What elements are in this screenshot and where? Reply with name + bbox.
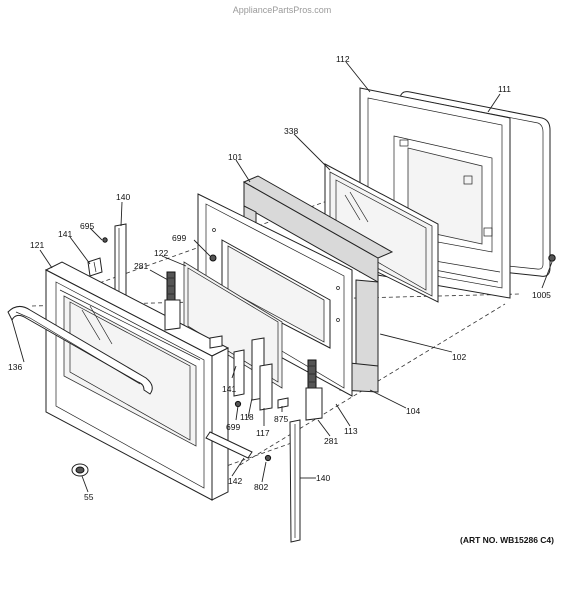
callout-122: 122: [154, 248, 168, 258]
callout-118: 118: [240, 412, 254, 422]
callout-699-lower: 699: [226, 422, 240, 432]
hinge-bracket-lower: [209, 335, 245, 397]
callout-141-lower: 141: [222, 384, 236, 394]
leader-lines: [11, 61, 553, 493]
callout-121: 121: [30, 240, 44, 250]
callout-141-upper: 141: [58, 229, 72, 239]
callout-111: 111: [498, 84, 511, 94]
left-door-hinge: [164, 271, 181, 331]
callout-112: 112: [336, 54, 350, 64]
screws: [102, 237, 556, 462]
callout-281-left: 281: [134, 261, 148, 271]
callout-113: 113: [344, 426, 358, 436]
callout-699-upper: 699: [172, 233, 186, 243]
callout-281-right: 281: [324, 436, 338, 446]
callout-117: 117: [256, 428, 270, 438]
left-door-channel: [114, 223, 127, 299]
callout-1005: 1005: [532, 290, 551, 300]
callout-142: 142: [228, 476, 242, 486]
callout-140-upper: 140: [116, 192, 130, 202]
callout-101: 101: [228, 152, 242, 162]
hinge-bracket-upper: [87, 257, 103, 277]
callout-695: 695: [80, 221, 94, 231]
callout-55: 55: [84, 492, 94, 502]
callout-136: 136: [8, 362, 22, 372]
callout-102: 102: [452, 352, 466, 362]
right-door-hinge: [305, 359, 323, 421]
watermark: AppliancePartsPros.com: [233, 5, 332, 15]
callout-140-lower: 140: [316, 473, 330, 483]
art-number: (ART NO. WB15286 C4): [460, 535, 554, 545]
callout-802: 802: [254, 482, 268, 492]
right-door-channel: [289, 419, 301, 543]
glass-retainer: [251, 337, 273, 411]
door-handle: [7, 306, 153, 395]
callout-875: 875: [274, 414, 288, 424]
inner-liner-frame: [197, 193, 353, 397]
callout-338: 338: [284, 126, 298, 136]
door-bumper: [71, 463, 89, 477]
callout-104: 104: [406, 406, 420, 416]
bottom-door-trim: [205, 431, 253, 459]
callout-labels: 112 111 338 101 140 695 141 121 699 122 …: [8, 54, 551, 502]
